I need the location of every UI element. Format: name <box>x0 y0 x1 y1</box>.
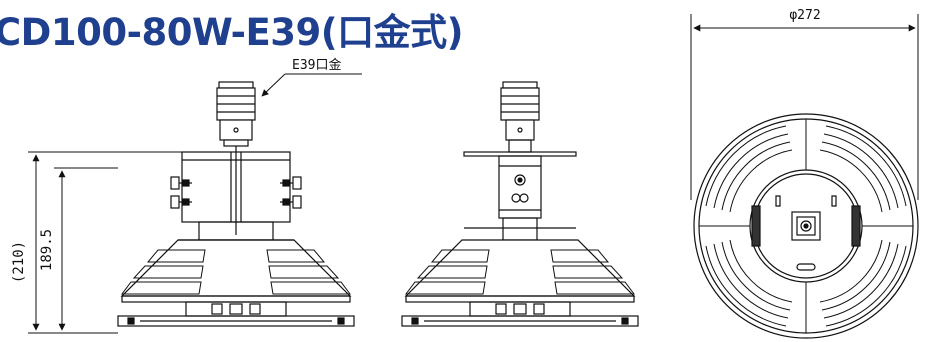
side-view <box>401 81 639 327</box>
bottom-view <box>693 113 919 339</box>
dim-overall-height: (210) <box>11 241 27 283</box>
page-title: CD100-80W-E39(口金式) <box>0 11 464 54</box>
socket-label: E39口金 <box>292 57 341 73</box>
e39-socket <box>216 81 256 147</box>
socket-leader <box>261 73 362 97</box>
height-dimensions <box>28 151 182 334</box>
front-view <box>117 81 355 327</box>
diameter-dimension <box>690 14 919 200</box>
dim-diameter: φ272 <box>789 8 820 23</box>
dim-body-height: 189.5 <box>39 229 55 271</box>
